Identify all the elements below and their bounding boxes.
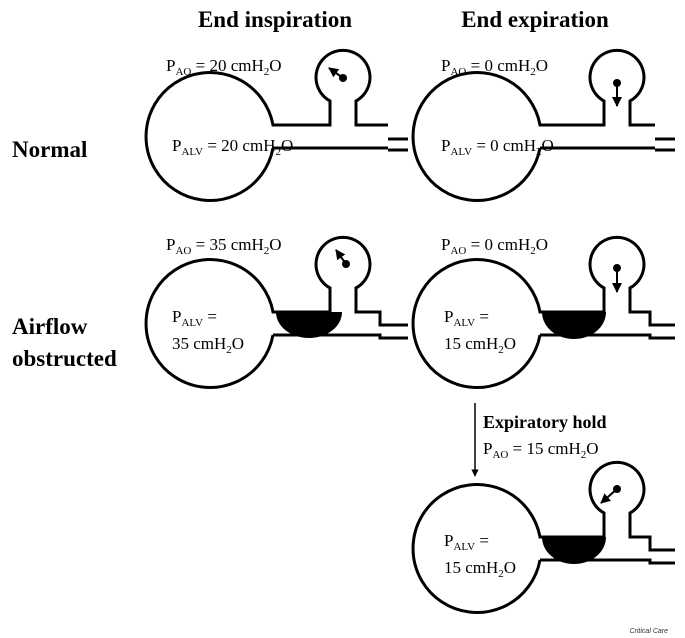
lung-alveolus <box>411 235 675 389</box>
pao-label: PAO = 0 cmH2O <box>441 56 548 78</box>
pao-label: PAO = 0 cmH2O <box>441 235 548 257</box>
mucus-obstruction <box>542 537 606 564</box>
lung-alveolus <box>144 48 388 202</box>
lung-alveolus <box>411 460 675 614</box>
panel-normal-inspiration: PAO = 20 cmH2O PALV = 20 cmH2O <box>144 48 408 202</box>
pao-label: PAO = 20 cmH2O <box>166 56 282 78</box>
palv-label: PALV = 20 cmH2O <box>172 136 293 158</box>
expiratory-hold-label: Expiratory hold <box>483 412 607 432</box>
panel-obstructed-inspiration: PAO = 35 cmH2O PALV = 35 cmH2O <box>144 235 408 389</box>
lung-alveolus <box>411 48 655 202</box>
mucus-obstruction <box>542 312 606 339</box>
pressure-gauge-needle <box>328 67 344 79</box>
pao-label: PAO = 15 cmH2O <box>483 439 599 461</box>
row-label-airflow: Airflow <box>12 314 88 339</box>
row-label-normal: Normal <box>12 137 87 162</box>
airway-tube <box>655 137 675 152</box>
pressure-gauge-needle <box>335 249 347 265</box>
pao-label: PAO = 35 cmH2O <box>166 235 282 257</box>
row-label-obstructed: obstructed <box>12 346 117 371</box>
palv-label-line1: PALV = <box>444 307 489 329</box>
panel-expiratory-hold: PAO = 15 cmH2O PALV = 15 cmH2O <box>411 439 675 614</box>
airway-tube <box>388 137 408 152</box>
palv-label: PALV = 0 cmH2O <box>441 136 554 158</box>
palv-label-line2: 15 cmH2O <box>444 558 516 580</box>
palv-label-line2: 35 cmH2O <box>172 334 244 356</box>
palv-label-line1: PALV = <box>172 307 217 329</box>
pressure-gauge-needle <box>600 488 618 504</box>
lung-alveolus <box>144 235 408 389</box>
palv-label-line1: PALV = <box>444 531 489 553</box>
header-end-inspiration: End inspiration <box>198 7 352 32</box>
palv-label-line2: 15 cmH2O <box>444 334 516 356</box>
header-end-expiration: End expiration <box>461 7 609 32</box>
panel-normal-expiration: PAO = 0 cmH2O PALV = 0 cmH2O <box>411 48 675 202</box>
credit-label: Critical Care <box>629 628 668 635</box>
panel-obstructed-expiration: PAO = 0 cmH2O PALV = 15 cmH2O <box>411 235 675 389</box>
mucus-obstruction <box>276 312 342 338</box>
